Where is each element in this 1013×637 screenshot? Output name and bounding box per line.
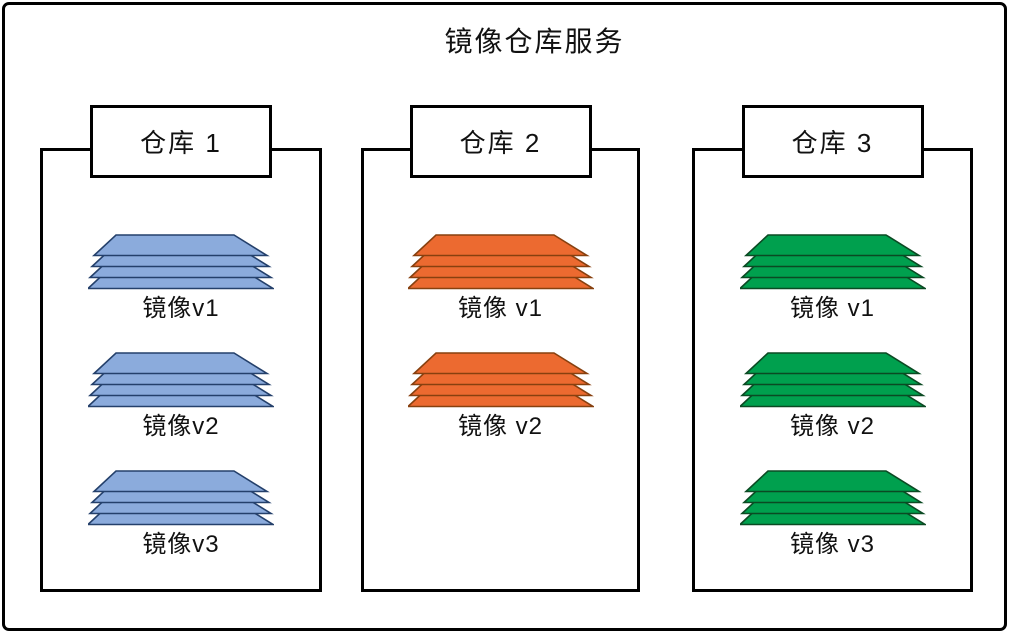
image-item: 镜像v3 (88, 470, 274, 559)
image-item: 镜像v1 (88, 234, 274, 323)
image-layers-icon (407, 352, 594, 408)
image-layers-icon (739, 470, 926, 526)
image-item: 镜像 v2 (739, 352, 926, 441)
warehouse-1-images: 镜像v1 镜像v2 镜像v3 (43, 151, 319, 588)
diagram-title: 镜像仓库服务 (444, 26, 625, 57)
image-label: 镜像 v2 (789, 413, 875, 440)
image-label: 镜像v1 (142, 295, 220, 322)
warehouse-2-label: 仓库 2 (409, 105, 592, 178)
image-layers-icon (88, 470, 274, 526)
warehouse-3-images: 镜像 v1 镜像 v2 镜像 v3 (695, 151, 970, 588)
image-layers-icon (407, 234, 594, 290)
warehouse-2-images: 镜像 v1 镜像 v2 (364, 151, 637, 470)
image-label: 镜像 v1 (789, 295, 875, 322)
image-label: 镜像 v1 (457, 295, 543, 322)
image-layers-icon (739, 234, 926, 290)
image-label: 镜像 v3 (789, 531, 875, 558)
image-item: 镜像 v1 (739, 234, 926, 323)
image-item: 镜像v2 (88, 352, 274, 441)
warehouse-1-container: 仓库 1 镜像v1 镜像v2 (40, 105, 322, 592)
warehouse-3-label: 仓库 3 (741, 105, 924, 178)
warehouse-1-label: 仓库 1 (90, 105, 272, 178)
warehouse-3-container: 仓库 3 镜像 v1 镜像 v2 (692, 105, 973, 592)
image-item: 镜像 v1 (407, 234, 594, 323)
warehouse-2-container: 仓库 2 镜像 v1 镜像 v2 (361, 105, 640, 592)
image-label: 镜像v2 (142, 413, 220, 440)
image-item: 镜像 v3 (739, 470, 926, 559)
image-label: 镜像 v2 (457, 413, 543, 440)
image-layers-icon (88, 352, 274, 408)
diagram-outer-frame (2, 2, 1007, 631)
image-layers-icon (88, 234, 274, 290)
image-item: 镜像 v2 (407, 352, 594, 441)
image-label: 镜像v3 (142, 531, 220, 558)
image-layers-icon (739, 352, 926, 408)
